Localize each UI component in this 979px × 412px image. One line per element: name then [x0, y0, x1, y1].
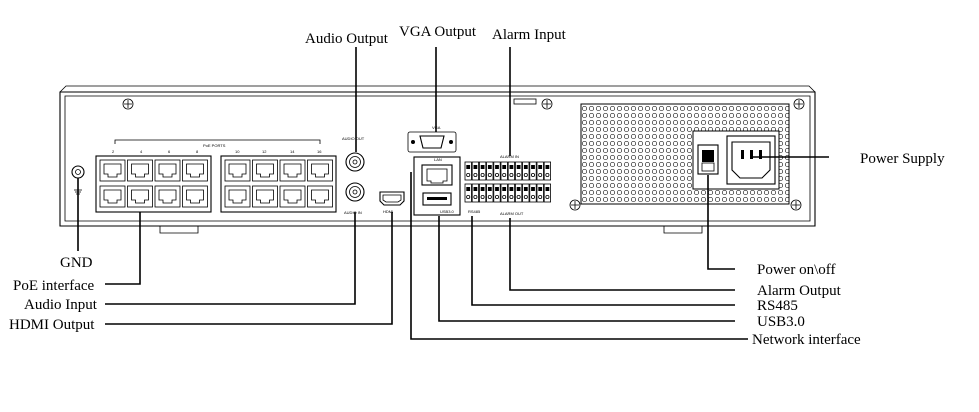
- poe-port: [127, 185, 153, 208]
- poe-port: [279, 185, 306, 208]
- callout-usb3: USB3.0: [757, 314, 805, 330]
- power-supply-vent: [580, 103, 790, 205]
- callout-audio-output: Audio Output: [305, 31, 389, 47]
- terminal-pin: [529, 183, 537, 203]
- poe-port: [99, 159, 126, 182]
- port-numbers-top-left: 2 4 6 8: [112, 149, 199, 154]
- screw-icon: [541, 98, 553, 110]
- terminal-pin: [478, 183, 487, 203]
- callout-alarm-output: Alarm Output: [757, 283, 842, 299]
- callout-alarm-input: Alarm Input: [492, 27, 567, 43]
- terminal-pin: [464, 183, 472, 203]
- terminal-pin: [464, 161, 472, 181]
- usb-port: [422, 192, 452, 206]
- port-numbers-top-right: 10 12 14 16: [235, 149, 322, 154]
- poe-port: [252, 159, 278, 182]
- power-inlet: [726, 135, 776, 185]
- chassis: [59, 85, 816, 234]
- terminal-pin: [543, 161, 552, 181]
- terminal-pin: [536, 183, 544, 203]
- callout-hdmi-output: HDMI Output: [9, 317, 95, 333]
- port-number: 8: [196, 149, 199, 154]
- poe-ports-label: PoE PORTS: [203, 143, 226, 148]
- usb-label: USB3.0: [440, 209, 455, 214]
- poe-port: [307, 185, 333, 208]
- callout-audio-input: Audio Input: [24, 297, 98, 313]
- poe-port: [307, 159, 333, 182]
- poe-port: [99, 185, 126, 208]
- audio-in-label: AUDIO IN: [344, 210, 362, 215]
- hdmi-label: HDMI: [383, 209, 393, 214]
- callout-poe-interface: PoE interface: [13, 278, 95, 294]
- port-number: 12: [262, 149, 267, 154]
- terminal-pin: [536, 161, 544, 181]
- terminal-pin: [493, 183, 501, 203]
- port-number: 14: [290, 149, 295, 154]
- terminal-pin: [493, 161, 501, 181]
- screw-icon: [122, 98, 134, 110]
- terminal-pin: [507, 161, 516, 181]
- screw-icon: [793, 98, 805, 110]
- callout-power-switch: Power on\off: [757, 262, 835, 278]
- leader-lines: [77, 47, 829, 340]
- terminal-pin: [507, 183, 516, 203]
- terminal-pin: [486, 183, 494, 203]
- poe-port: [224, 185, 251, 208]
- poe-port: [182, 185, 208, 208]
- terminal-pin: [522, 161, 530, 181]
- terminal-pin: [471, 183, 480, 203]
- terminal-pin: [543, 183, 552, 203]
- audio-out-label: AUDIO OUT: [342, 136, 365, 141]
- poe-port: [224, 159, 251, 182]
- terminal-pin: [529, 161, 537, 181]
- terminal-pin: [471, 161, 480, 181]
- lan-label: LAN: [434, 157, 442, 162]
- terminal-pin: [522, 183, 530, 203]
- poe-ports-block: PoE PORTS 2 4 6 8 10 12 14 16: [95, 139, 337, 213]
- terminal-pin: [515, 161, 523, 181]
- callout-network-interface: Network interface: [752, 332, 861, 348]
- alarm-terminal-block: ALARM IN RS485 ALARM OUT: [464, 154, 552, 216]
- alarm-out-label: ALARM OUT: [500, 211, 524, 216]
- callout-labels: Audio Output VGA Output Alarm Input Powe…: [9, 24, 945, 348]
- screw-icon: [790, 199, 802, 211]
- callout-rs485: RS485: [757, 298, 798, 314]
- lan-usb-block: LAN USB3.0: [413, 156, 461, 216]
- vga-port: VGA: [407, 125, 457, 153]
- port-number: 6: [168, 149, 171, 154]
- poe-port: [154, 159, 181, 182]
- hdmi-port: HDMI: [379, 191, 405, 214]
- audio-output-jack: [345, 152, 365, 172]
- power-switch[interactable]: [697, 144, 719, 175]
- callout-gnd: GND: [60, 255, 93, 271]
- rs485-label: RS485: [468, 209, 481, 214]
- port-number: 2: [112, 149, 115, 154]
- poe-port: [127, 159, 153, 182]
- poe-port: [182, 159, 208, 182]
- port-number: 10: [235, 149, 240, 154]
- audio-input-jack: [345, 182, 365, 202]
- terminal-pin: [486, 161, 494, 181]
- port-number: 4: [140, 149, 143, 154]
- terminal-pin: [515, 183, 523, 203]
- poe-port: [279, 159, 306, 182]
- port-number: 16: [317, 149, 322, 154]
- alarm-in-label: ALARM IN: [500, 154, 519, 159]
- terminal-pin: [500, 183, 508, 203]
- terminal-pin: [478, 161, 487, 181]
- callout-vga-output: VGA Output: [399, 24, 477, 40]
- audio-jacks: AUDIO OUT AUDIO IN: [342, 136, 365, 215]
- network-port: [421, 164, 453, 186]
- terminal-pin: [500, 161, 508, 181]
- screw-icon: [569, 199, 581, 211]
- callout-power-supply: Power Supply: [860, 151, 945, 167]
- poe-port: [252, 185, 278, 208]
- poe-port: [154, 185, 181, 208]
